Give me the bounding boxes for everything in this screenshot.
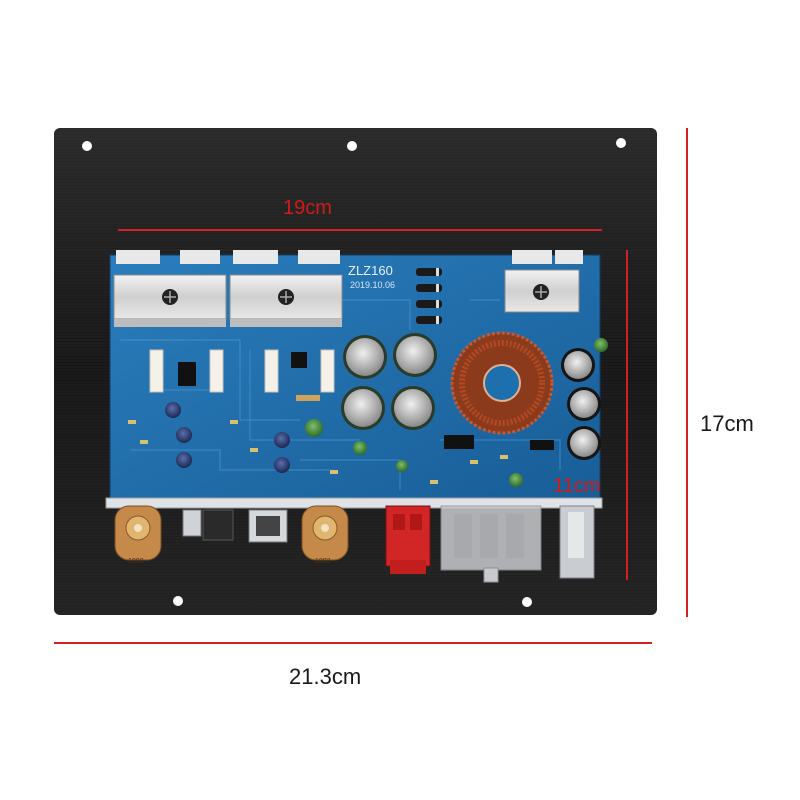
inner-width-label: 19cm — [283, 197, 332, 219]
outer-height-label: 17cm — [700, 411, 754, 436]
filter-capacitors — [341, 333, 601, 460]
mounting-hole — [616, 138, 626, 148]
gain-potentiometer-left — [114, 505, 162, 561]
mounting-hole — [522, 597, 532, 607]
potentiometer-label-left: 1003 — [128, 558, 144, 565]
gain-potentiometer-right — [301, 505, 349, 561]
fuse-holder — [559, 505, 595, 579]
rectifier-diodes — [416, 268, 442, 324]
mounting-hole — [82, 141, 92, 151]
outer-width-label: 21.3cm — [289, 664, 362, 689]
power-terminal-connector — [385, 505, 431, 574]
board-model-label: ZLZ160 — [348, 263, 393, 278]
power-transistor-heat-spreaders — [113, 250, 583, 327]
small-components — [128, 338, 608, 487]
mounting-hole — [173, 596, 183, 606]
power-resistors — [149, 349, 335, 393]
toroidal-inductor — [450, 331, 554, 435]
front-panel-strip — [105, 497, 603, 509]
speaker-terminal-block — [440, 505, 542, 583]
input-jacks — [182, 509, 288, 543]
board-date-label: 2019.10.06 — [350, 280, 395, 290]
mounting-hole — [347, 141, 357, 151]
inner-height-label: 11cm — [553, 475, 601, 497]
potentiometer-label-right: 1003 — [315, 558, 331, 565]
